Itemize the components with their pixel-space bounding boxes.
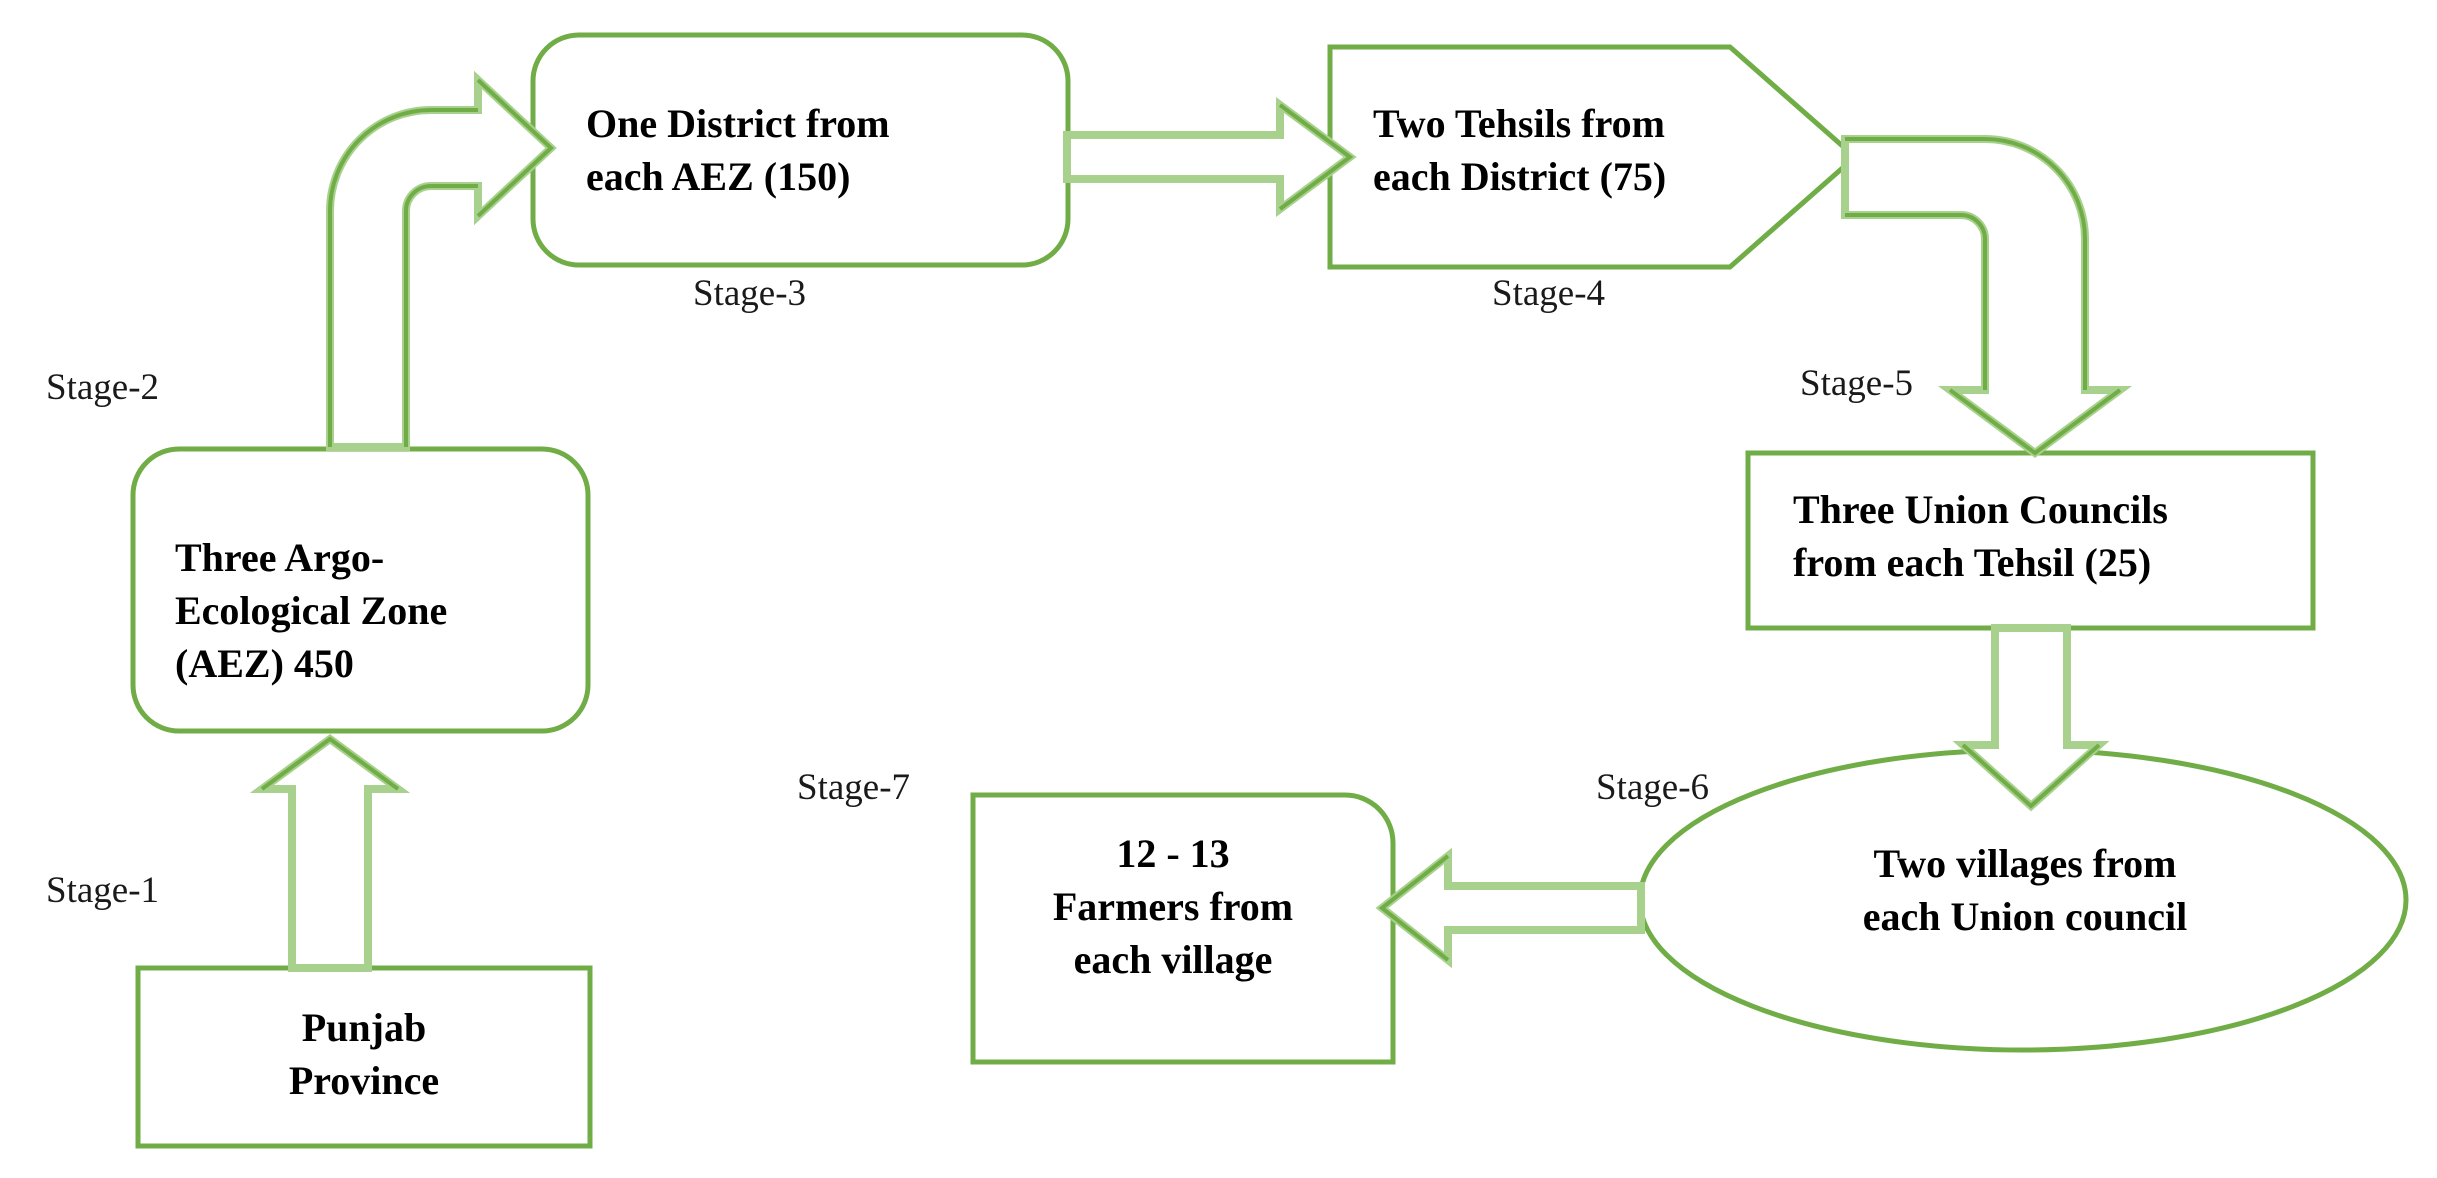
stage-label-stage-2: Stage-2: [46, 367, 160, 408]
arrow-stage-2-head-outline: [476, 78, 554, 218]
node-punjab-province[interactable]: [135, 965, 593, 1149]
node-three-union-councils[interactable]: [1745, 450, 2316, 631]
arrow-stage-5-head-outline: [1961, 743, 2101, 809]
arrow-stage-4-inner-outline: [1845, 213, 1987, 390]
node-two-tehsils[interactable]: [1327, 44, 1859, 270]
stage-label-stage-4: Stage-4: [1492, 273, 1606, 314]
node-agro-ecological-zone[interactable]: [130, 446, 591, 734]
arrow-stage-2-inner-outline: [404, 184, 478, 447]
stage-label-stage-7: Stage-7: [797, 767, 911, 808]
arrow-stage-1-head-outline: [260, 736, 400, 791]
stage-label-stage-6: Stage-6: [1596, 767, 1710, 808]
arrow-stage-6-head-outline: [1378, 854, 1450, 962]
stage-label-stage-3: Stage-3: [693, 273, 807, 314]
stage-label-stage-5: Stage-5: [1800, 363, 1914, 404]
stage-label-stage-1: Stage-1: [46, 870, 160, 911]
node-one-district[interactable]: [530, 32, 1071, 268]
arrow-stage-6: [1375, 847, 1645, 969]
arrow-stage-4-head-outline: [1948, 388, 2122, 456]
arrow-stage-3: [1063, 97, 1357, 217]
arrow-stage-3-head-outline: [1278, 103, 1354, 211]
arrow-stage-4: [1841, 135, 2133, 458]
arrow-stage-2-curve-outline: [328, 108, 478, 447]
arrow-stage-4-curve-outline: [1845, 137, 2087, 390]
node-farmers-per-village[interactable]: [970, 792, 1396, 1065]
